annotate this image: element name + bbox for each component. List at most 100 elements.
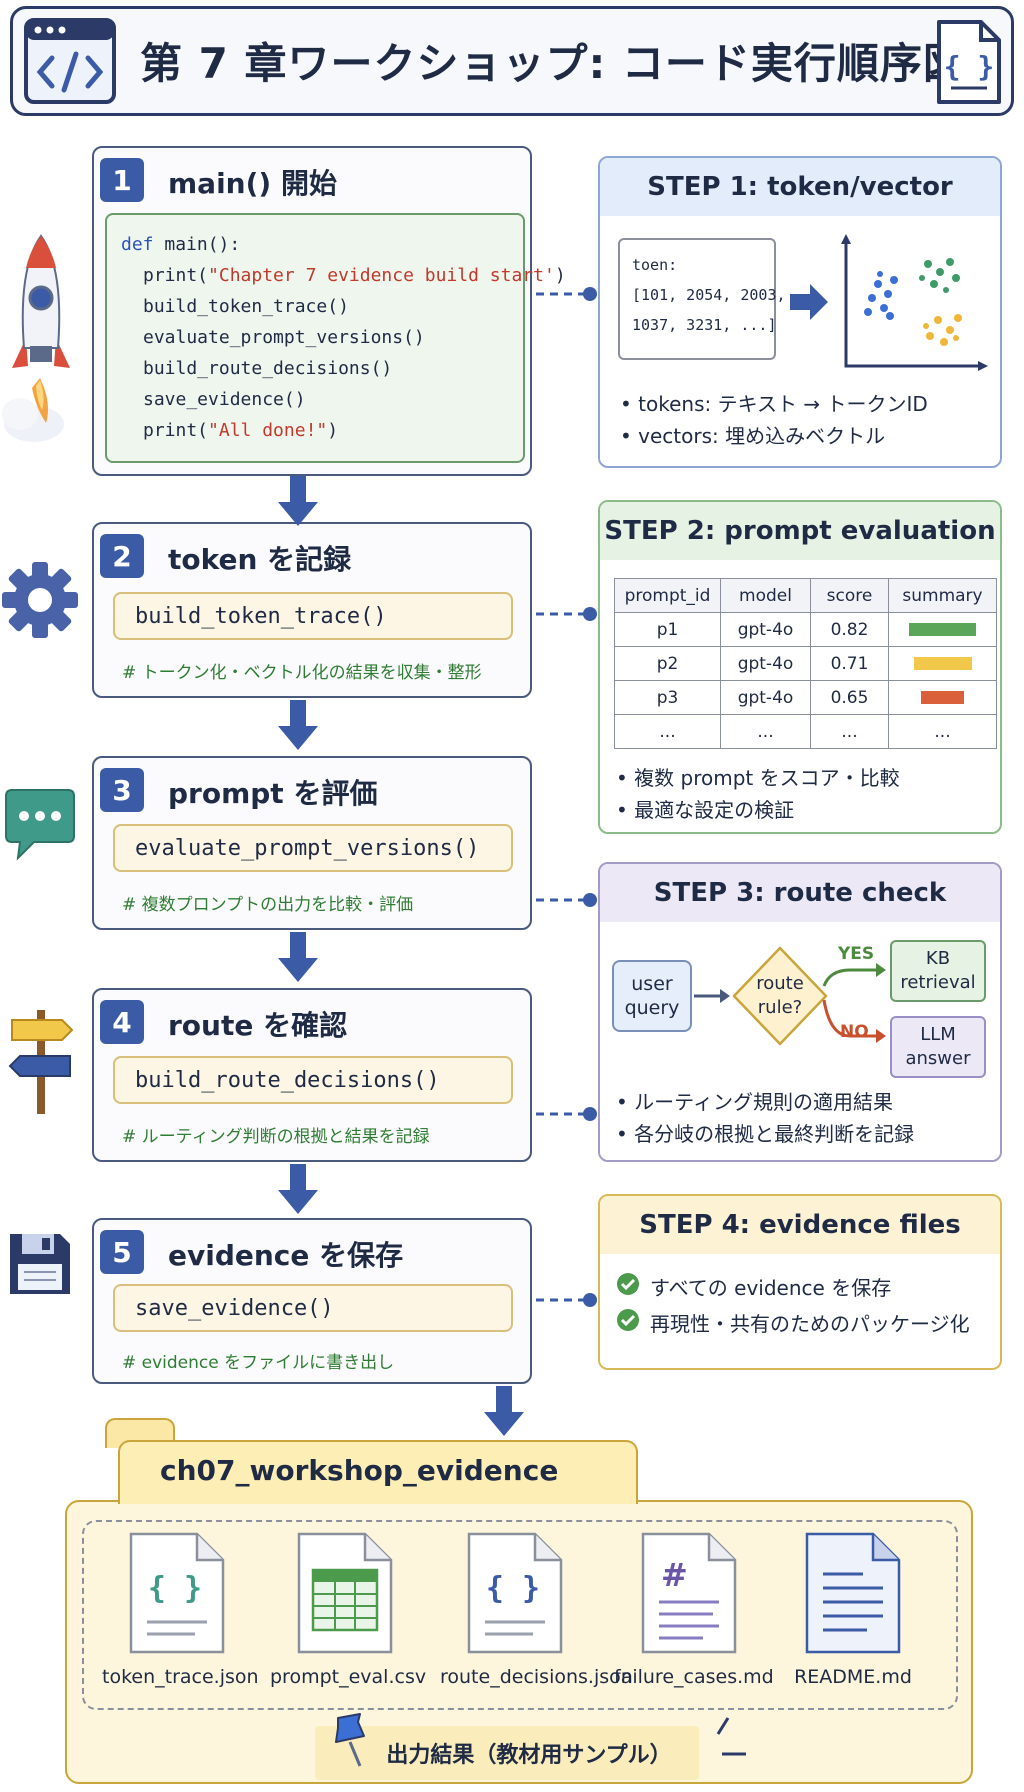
token-label: toen: <box>632 256 678 274</box>
column-header: prompt_id <box>614 578 721 613</box>
connector-step-3 <box>536 893 597 907</box>
bullet-text: tokens: テキスト → トークンID <box>638 392 928 416</box>
header-banner <box>10 6 1014 116</box>
folder-file-area <box>82 1520 958 1710</box>
token-id-box: toen: [101, 2054, 2003, 1037, 3231, ...] <box>618 238 786 360</box>
step-1-number: 1 <box>100 158 144 202</box>
route-bullet-1: • ルーティング規則の適用結果 <box>616 1090 893 1114</box>
code-print-close: ) <box>327 420 339 441</box>
file-route-decisions[interactable]: { } route_decisions.json <box>440 1530 633 1688</box>
json-file-icon: { } <box>937 20 1001 104</box>
step-4-number: 4 <box>100 1000 144 1044</box>
cell-ellipsis: ... <box>888 714 997 749</box>
connector-step-5 <box>536 1293 597 1307</box>
file-name: route_decisions.json <box>440 1666 633 1688</box>
node-label: rule? <box>757 997 803 1018</box>
arrow-down-icon <box>278 476 318 526</box>
file-name: prompt_eval.csv <box>270 1666 427 1688</box>
file-name: token_trace.json <box>102 1666 259 1688</box>
json-file-icon: { } <box>467 1532 563 1654</box>
step-5-comment: # evidence をファイルに書き出し <box>122 1353 395 1373</box>
token-ids-line-1: [101, 2054, 2003, <box>632 286 786 304</box>
score-bar <box>913 657 972 670</box>
file-readme[interactable]: README.md <box>778 1530 928 1688</box>
table-row: ... ... ... ... <box>614 714 997 749</box>
connector-step-2 <box>536 607 597 621</box>
code-window-icon <box>24 18 116 104</box>
signpost-icon <box>8 1010 74 1114</box>
rocket-icon <box>2 234 70 442</box>
step-2-title: token を記録 <box>168 543 352 576</box>
arrow-down-icon <box>484 1386 524 1436</box>
no-branch-label: NO <box>840 1022 869 1042</box>
spreadsheet-file-icon <box>297 1532 393 1654</box>
sparkle-lines-icon <box>716 1717 746 1756</box>
cell-ellipsis: ... <box>614 714 721 749</box>
code-line-print-start: print("Chapter 7 evidence build start') <box>121 260 566 291</box>
chat-bubble-icon <box>5 789 75 861</box>
code-print-open: print( <box>143 265 209 286</box>
node-label: query <box>624 997 680 1019</box>
arrow-right-icon <box>694 989 730 1003</box>
check-circle-icon <box>617 1309 639 1331</box>
cell-ellipsis: ... <box>720 714 811 749</box>
node-label: user <box>631 973 673 995</box>
token-ids-line-2: 1037, 3231, ...] <box>632 316 777 334</box>
cell-model: gpt-4o <box>720 680 811 715</box>
code-string-start: "Chapter 7 evidence build start' <box>208 265 555 286</box>
cell-prompt-id: p3 <box>614 680 721 715</box>
check-circle-icon <box>617 1273 639 1295</box>
step-2-number: 2 <box>100 534 144 578</box>
score-bar <box>921 691 964 704</box>
column-header: model <box>720 578 811 613</box>
bullet-text: 各分岐の根拠と最終判断を記録 <box>634 1122 915 1146</box>
cell-summary <box>888 612 997 647</box>
code-line: build_route_decisions() <box>143 358 393 379</box>
connector-step-1 <box>536 287 597 301</box>
pushpin-icon <box>335 1713 365 1767</box>
token-bullet-1: • tokens: テキスト → トークンID <box>620 392 928 416</box>
arrow-down-icon <box>278 1164 318 1214</box>
cell-score: 0.65 <box>810 680 889 715</box>
code-line: evaluate_prompt_versions() <box>143 327 425 348</box>
route-rule-label: route rule? <box>750 972 810 1020</box>
cell-prompt-id: p2 <box>614 646 721 681</box>
branch-arrows <box>822 963 886 1043</box>
yes-branch-label: YES <box>838 944 875 964</box>
node-label: answer <box>905 1048 971 1069</box>
code-string-done: "All done!" <box>208 420 328 441</box>
file-failure-cases[interactable]: # failure_cases.md <box>614 1530 774 1688</box>
node-label: LLM <box>920 1024 956 1045</box>
file-token-trace[interactable]: { } token_trace.json <box>102 1530 259 1688</box>
file-name: README.md <box>794 1666 912 1688</box>
node-label: retrieval <box>900 972 976 993</box>
step-3-comment: # 複数プロンプトの出力を比較・評価 <box>122 895 414 915</box>
cell-model: gpt-4o <box>720 612 811 647</box>
file-prompt-eval[interactable]: prompt_eval.csv <box>270 1530 427 1688</box>
arrow-right-icon <box>790 284 828 320</box>
main-code-block: def main(): print("Chapter 7 evidence bu… <box>105 213 566 463</box>
panel-evidence-files: STEP 4: evidence files <box>598 1194 1002 1370</box>
cell-summary <box>888 680 997 715</box>
page-title: 第 7 章ワークショップ: コード実行順序図 <box>140 39 966 88</box>
cell-score: 0.71 <box>810 646 889 681</box>
gear-icon <box>2 562 78 638</box>
bullet-text: ルーティング規則の適用結果 <box>634 1090 893 1114</box>
code-print-close: ) <box>554 265 566 286</box>
code-line: build_token_trace() <box>143 296 349 317</box>
user-query-node: user query <box>612 960 692 1032</box>
step-3-number: 3 <box>100 768 144 812</box>
step-4-function: build_route_decisions() <box>113 1056 513 1104</box>
step-2-function: build_token_trace() <box>113 592 513 640</box>
code-line-def: def main(): <box>121 229 509 260</box>
kb-retrieval-node: KB retrieval <box>890 940 986 1002</box>
panel-route-title: STEP 3: route check <box>600 864 1000 922</box>
cell-ellipsis: ... <box>810 714 889 749</box>
step-3-title: prompt を評価 <box>168 777 378 810</box>
panel-evidence-title: STEP 4: evidence files <box>600 1196 1000 1254</box>
step-5-function: save_evidence() <box>113 1284 513 1332</box>
token-bullet-2: • vectors: 埋め込みベクトル <box>620 424 886 448</box>
step-2-comment: # トークン化・ベクトル化の結果を収集・整形 <box>122 663 482 683</box>
code-print-open: print( <box>143 420 209 441</box>
prompt-bullet-2: • 最適な設定の検証 <box>616 798 795 822</box>
